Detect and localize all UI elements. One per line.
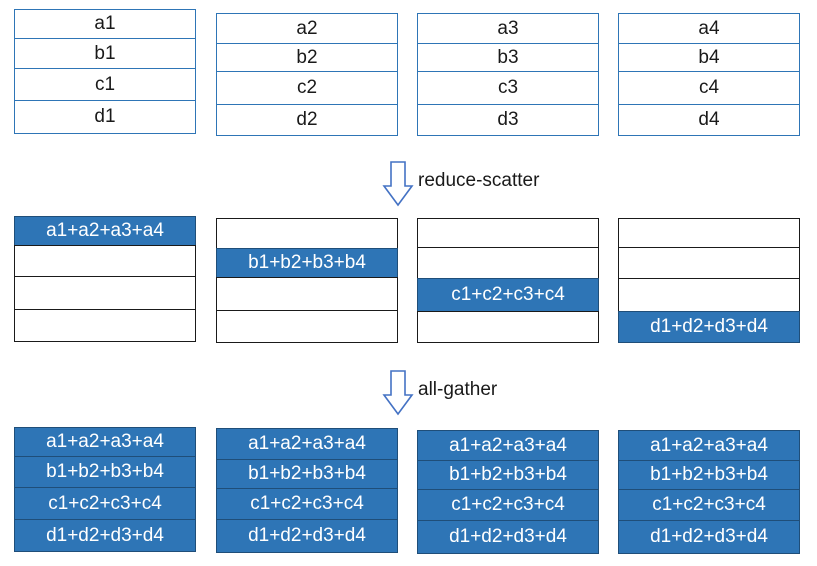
buffer-cell	[417, 311, 599, 343]
buffer-cell	[618, 278, 800, 312]
reduce-scatter-label: reduce-scatter	[418, 170, 540, 191]
buffer-cell: b1	[14, 38, 196, 69]
buffer-cell: c2	[216, 71, 398, 105]
buffer-cell	[14, 245, 196, 277]
buffer-cell: a2	[216, 13, 398, 44]
buffer-cell: d1+d2+d3+d4	[618, 520, 800, 554]
buffer-cell: c1+c2+c3+c4	[216, 488, 398, 520]
buffer-cell: a3	[417, 13, 599, 44]
buffer-cell	[216, 310, 398, 343]
buffer-cell: a1+a2+a3+a4	[417, 430, 599, 461]
buffer-cell	[14, 309, 196, 342]
buffer-cell	[14, 276, 196, 310]
buffer-cell: c4	[618, 71, 800, 105]
buffer-cell: b1+b2+b3+b4	[216, 459, 398, 489]
buffer-cell: a1+a2+a3+a4	[618, 430, 800, 461]
buffer-cell: d3	[417, 104, 599, 136]
buffer-cell: b1+b2+b3+b4	[618, 460, 800, 490]
buffer-cell: d1+d2+d3+d4	[618, 311, 800, 343]
buffer-cell: c1+c2+c3+c4	[14, 487, 196, 520]
buffer-cell: d1	[14, 100, 196, 134]
buffer-cell: a1	[14, 9, 196, 39]
buffer-cell: c3	[417, 71, 599, 105]
buffer-cell: b1+b2+b3+b4	[216, 248, 398, 278]
buffer-cell: b1+b2+b3+b4	[14, 456, 196, 488]
buffer-cell	[417, 247, 599, 279]
buffer-cell	[417, 218, 599, 248]
buffer-cell	[618, 218, 800, 248]
buffer-cell: d1+d2+d3+d4	[216, 519, 398, 553]
buffer-cell: d4	[618, 104, 800, 136]
buffer-cell: b4	[618, 43, 800, 72]
buffer-cell: c1+c2+c3+c4	[417, 278, 599, 312]
down-arrow-icon	[382, 161, 414, 207]
buffer-cell: b2	[216, 43, 398, 72]
buffer-cell: d2	[216, 104, 398, 136]
buffer-cell	[618, 247, 800, 279]
buffer-cell	[216, 218, 398, 249]
buffer-cell: c1+c2+c3+c4	[618, 489, 800, 521]
down-arrow-icon	[382, 370, 414, 416]
buffer-cell	[216, 277, 398, 311]
buffer-cell: a1+a2+a3+a4	[216, 428, 398, 460]
all-gather-label: all-gather	[418, 379, 498, 400]
buffer-cell: b3	[417, 43, 599, 72]
buffer-cell: d1+d2+d3+d4	[417, 520, 599, 554]
buffer-cell: c1+c2+c3+c4	[417, 489, 599, 521]
buffer-cell: c1	[14, 68, 196, 101]
buffer-cell: d1+d2+d3+d4	[14, 519, 196, 552]
buffer-cell: a1+a2+a3+a4	[14, 216, 196, 246]
buffer-cell: a1+a2+a3+a4	[14, 427, 196, 457]
buffer-cell: b1+b2+b3+b4	[417, 460, 599, 490]
buffer-cell: a4	[618, 13, 800, 44]
